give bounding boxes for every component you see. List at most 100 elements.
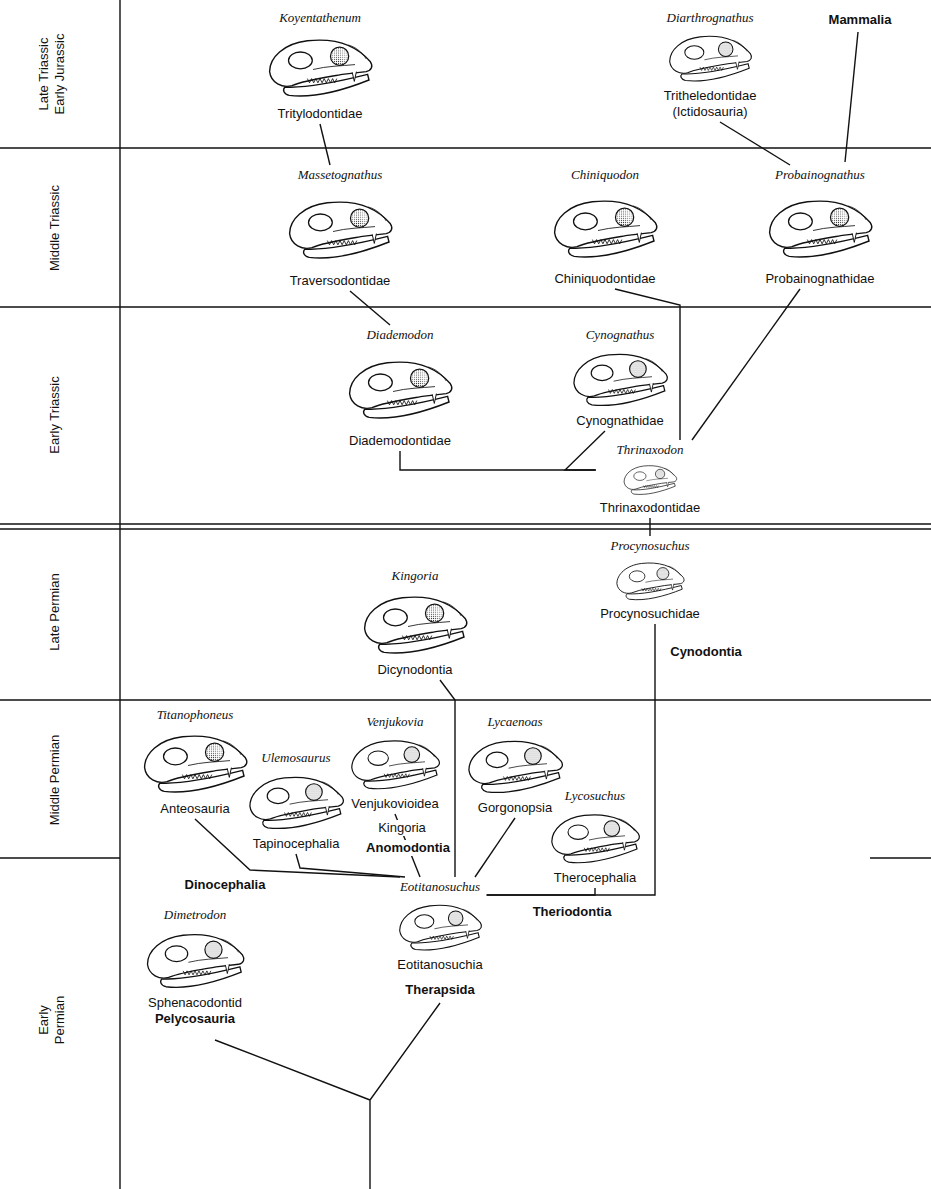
taxon-box: UlemosaurusTapinocephalia	[249, 748, 344, 854]
skull-space	[253, 766, 340, 836]
taxon-name: Eotitanosuchia	[397, 957, 482, 973]
skull-drawing	[469, 741, 562, 792]
taxon-box: TitanophoneusAnteosauria	[153, 705, 238, 819]
period-label: Middle Permian	[47, 735, 63, 825]
taxon-box: DiademodonDiademodontidae	[345, 325, 455, 451]
taxon-box: KingoriaDicynodontia	[373, 566, 456, 680]
skull-drawing	[617, 563, 684, 600]
taxon-name: Cynognathidae	[576, 413, 663, 429]
skull-drawing	[670, 36, 752, 81]
branch-connector	[320, 124, 330, 165]
clade-label: Anomodontia	[364, 840, 452, 856]
period-label: Middle Triassic	[47, 185, 63, 271]
time-boundary-line	[0, 523, 931, 524]
skull-drawing	[250, 777, 343, 828]
taxon-box: KoyentathenumTritylodontidae	[274, 8, 367, 124]
taxon-box: MassetognathusTraversodontidae	[286, 165, 395, 291]
skull-space	[349, 343, 451, 433]
taxon-name: Thrinaxodontidae	[600, 500, 700, 516]
genus-name: Thrinaxodon	[600, 442, 700, 458]
clade-label: Cynodontia	[668, 644, 744, 660]
clade-label: Mammalia	[827, 12, 894, 28]
taxon-box: CynognathusCynognathidae	[572, 325, 667, 431]
taxon-name: Traversodontidae	[290, 273, 391, 289]
taxon-name: Dicynodontia	[377, 662, 452, 678]
taxon-box: EotitanosuchusEotitanosuchia	[393, 877, 486, 975]
clade-label: Kingoria	[376, 820, 428, 836]
genus-name: Kingoria	[377, 568, 452, 584]
time-boundary-line	[0, 306, 931, 307]
clade-label: Therapsida	[403, 982, 476, 998]
branch-connector	[400, 451, 596, 470]
taxon-name: Chiniquodontidae	[554, 271, 655, 287]
skull-drawing	[555, 201, 657, 257]
skull-space	[377, 584, 452, 662]
taxon-name: Tritheledontidae (Ictidosauria)	[649, 88, 771, 120]
skull-space	[157, 723, 234, 801]
genus-name: Eotitanosuchus	[397, 879, 482, 895]
skull-space	[478, 730, 552, 800]
taxon-box: ProcynosuchusProcynosuchidae	[596, 536, 704, 624]
skull-drawing	[770, 201, 872, 257]
skull-space	[397, 895, 482, 957]
time-boundary-line	[0, 147, 931, 148]
taxon-name: Tritylodontidae	[278, 106, 363, 122]
taxon-box: LycosuchusTherocephalia	[550, 786, 640, 888]
skull-space	[278, 26, 363, 106]
taxon-box: LycaenoasGorgonopsia	[474, 712, 556, 818]
genus-name: Chiniquodon	[554, 167, 655, 183]
taxon-name: Pelycosauria	[148, 1011, 242, 1027]
period-label: Late Triassic Early Jurassic	[36, 24, 68, 124]
taxon-name: Diademodontidae	[349, 433, 451, 449]
taxon-box: ThrinaxodonThrinaxodontidae	[596, 440, 704, 518]
clade-label: Dinocephalia	[183, 877, 268, 893]
skull-space	[649, 26, 771, 88]
taxon-box: ChiniquodonChiniquodontidae	[550, 165, 659, 289]
skull-space	[290, 183, 391, 273]
skull-space	[554, 804, 636, 870]
branch-connector	[475, 818, 515, 877]
skull-space	[148, 923, 242, 995]
skull-drawing	[552, 815, 640, 863]
branch-connector	[692, 289, 800, 440]
skull-drawing	[624, 466, 677, 495]
genus-name: Ulemosaurus	[253, 750, 340, 766]
skull-space	[600, 554, 700, 606]
branch-connector	[350, 291, 390, 325]
taxon-box: DimetrodonSphenacodontidPelycosauria	[144, 905, 246, 1029]
genus-name: Procynosuchus	[600, 538, 700, 554]
skull-drawing	[270, 40, 372, 96]
genus-name: Probainognathus	[765, 167, 874, 183]
genus-name: Lycosuchus	[554, 788, 636, 804]
taxon-box: ProbainognathusProbainognathidae	[761, 165, 878, 289]
clade-label: Theriodontia	[531, 904, 614, 920]
stem-line	[215, 1003, 440, 1189]
taxon-name: Tapinocephalia	[253, 836, 340, 852]
period-label: Late Permian	[47, 573, 63, 650]
branch-connector	[720, 122, 790, 165]
taxon-box: VenjukoviaVenjukovioidea	[347, 712, 442, 814]
skull-drawing	[350, 362, 452, 418]
skull-drawing	[352, 741, 440, 789]
time-boundary-line	[0, 857, 120, 858]
genus-name: Diademodon	[349, 327, 451, 343]
skull-drawing	[365, 597, 467, 653]
period-label: Early Permian	[36, 990, 68, 1050]
genus-name: Cynognathus	[576, 327, 663, 343]
skull-space	[600, 458, 700, 500]
time-boundary-line	[870, 857, 931, 858]
taxon-box: DiarthrognathusTritheledontidae (Ictidos…	[645, 8, 775, 122]
branch-connector	[649, 518, 650, 536]
skull-space	[765, 183, 874, 271]
genus-name: Diarthrognathus	[649, 10, 771, 26]
time-boundary-line	[0, 699, 931, 700]
skull-drawing	[147, 935, 243, 988]
skull-space	[351, 730, 438, 796]
skull-drawing	[400, 905, 482, 950]
genus-name: Dimetrodon	[148, 907, 242, 923]
period-label: Early Triassic	[47, 376, 63, 453]
genus-name: Titanophoneus	[157, 707, 234, 723]
taxon-name: Probainognathidae	[765, 271, 874, 287]
skull-space	[576, 343, 663, 413]
genus-name: Venjukovia	[351, 714, 438, 730]
